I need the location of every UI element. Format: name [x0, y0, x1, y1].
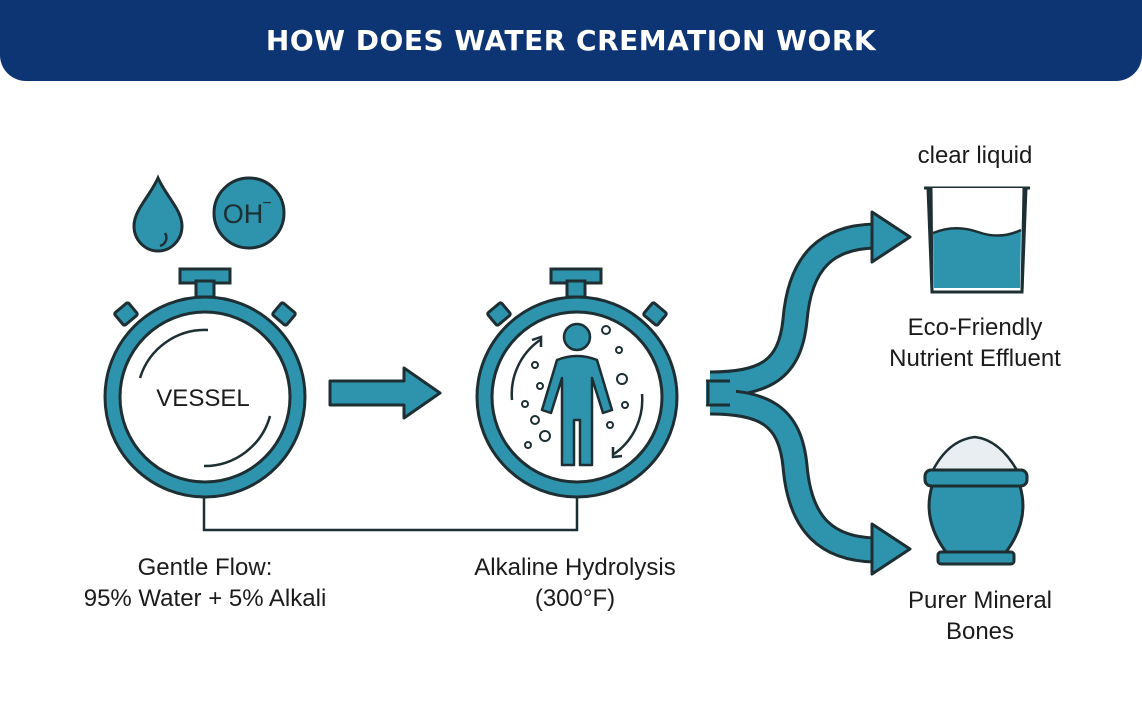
clear-liquid-caption: clear liquid [917, 142, 1033, 169]
branch-arrow-icon [706, 210, 912, 576]
bones-line-1: Purer Mineral [907, 587, 1053, 614]
vessel-icon: VESSEL [103, 267, 307, 499]
bone-urn-icon [923, 435, 1029, 566]
hydrolysis-line-2: (300°F) [534, 585, 616, 612]
person-icon [540, 322, 614, 467]
gentle-flow-label: Gentle Flow: 95% Water + 5% Alkali [50, 552, 360, 614]
flow-line-2: 95% Water + 5% Alkali [83, 585, 327, 612]
ion-label: OH [223, 199, 264, 229]
effluent-line-1: Eco-Friendly [907, 314, 1043, 341]
eco-friendly-effluent-label: Eco-Friendly Nutrient Effluent [860, 312, 1090, 374]
hydrolysis-chamber-icon [475, 267, 679, 499]
water-drop-icon [132, 174, 184, 253]
bones-line-2: Bones [945, 618, 1015, 645]
connector-line [202, 497, 579, 532]
hydrolysis-line-1: Alkaline Hydrolysis [474, 554, 676, 581]
ion-charge: − [262, 195, 271, 212]
purer-mineral-bones-label: Purer Mineral Bones [870, 585, 1090, 647]
alkaline-hydrolysis-label: Alkaline Hydrolysis (300°F) [430, 552, 720, 614]
title-banner: HOW DOES WATER CREMATION WORK [0, 0, 1142, 81]
flow-arrow-icon [328, 366, 442, 420]
page-title: HOW DOES WATER CREMATION WORK [265, 24, 877, 57]
flow-line-1: Gentle Flow: [137, 554, 273, 581]
beaker-icon [924, 186, 1030, 294]
vessel-label: VESSEL [156, 385, 249, 412]
hydroxide-ion-icon: OH − [212, 176, 286, 250]
effluent-line-2: Nutrient Effluent [889, 345, 1061, 372]
